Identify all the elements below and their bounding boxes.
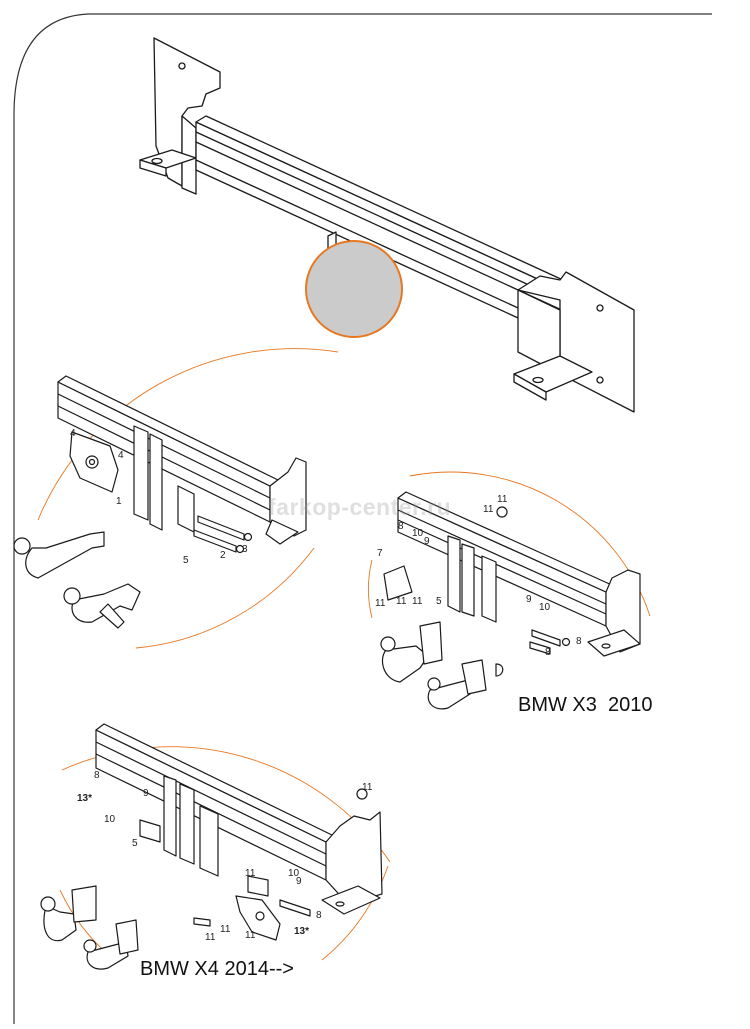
callout-8-d3: 8 <box>94 770 100 781</box>
callout-11b-d3: 11 <box>245 868 256 879</box>
callout-4b: 4 <box>118 450 124 461</box>
callout-11c-d3: 11 <box>205 932 216 943</box>
model-label-bmw-x4: BMW X4 2014--> <box>140 958 294 980</box>
callout-10b-d3: 10 <box>288 868 300 879</box>
callout-11e: 11 <box>412 596 423 607</box>
callout-1: 1 <box>116 496 122 507</box>
callout-11d-d3: 11 <box>220 924 231 935</box>
detail2-beam <box>380 491 641 710</box>
callout-13b: 13* <box>294 926 309 937</box>
detail3-labels: 8 13* 10 9 5 11 11 11 11 11 10 9 8 13* <box>77 770 373 943</box>
callout-3: 3 <box>242 544 248 555</box>
callout-5-d3: 5 <box>132 838 138 849</box>
callout-9b: 9 <box>526 594 532 605</box>
detail1-beam <box>13 375 307 629</box>
model-label-bmw-x3: BMW X3 2010 <box>518 694 653 716</box>
detail3-arc-right <box>321 865 389 961</box>
callout-10b: 10 <box>539 602 551 613</box>
callout-11a-d3: 11 <box>362 782 373 793</box>
detail2-labels: 11 11 8 7 10 9 11 11 11 5 9 10 8 8 <box>375 494 582 658</box>
callout-9-d3: 9 <box>143 788 149 799</box>
callout-11c: 11 <box>375 598 386 609</box>
detail1-labels: 4 4 1 5 2 3 <box>70 428 248 566</box>
detail3-beam <box>40 723 383 970</box>
callout-2: 2 <box>220 550 226 561</box>
detail2-arc-left <box>368 559 373 619</box>
callout-11b: 11 <box>483 504 494 515</box>
main-crossbeam <box>139 37 635 413</box>
callout-9a: 9 <box>424 536 430 547</box>
callout-11e-d3: 11 <box>245 930 256 941</box>
callout-8b-d3: 8 <box>316 910 322 921</box>
callout-7: 7 <box>377 548 383 559</box>
detail1-arc <box>37 348 339 521</box>
callout-9b-d3: 9 <box>296 876 302 887</box>
callout-4a: 4 <box>70 428 76 439</box>
watermark-text: farkop-center.ru <box>268 494 452 520</box>
callout-13a: 13* <box>77 793 92 804</box>
callout-8b: 8 <box>545 647 551 658</box>
detail1-arc-bottom <box>135 547 315 649</box>
callout-11d: 11 <box>396 596 407 607</box>
page-frame <box>13 13 712 1024</box>
callout-8a: 8 <box>398 521 404 532</box>
callout-5: 5 <box>183 555 189 566</box>
callout-10-d3: 10 <box>104 814 116 825</box>
callout-8c: 8 <box>576 636 582 647</box>
hitch-highlight-circle <box>305 240 403 338</box>
callout-5-d2: 5 <box>436 596 442 607</box>
callout-11a: 11 <box>497 494 508 505</box>
callout-10a: 10 <box>412 528 424 539</box>
